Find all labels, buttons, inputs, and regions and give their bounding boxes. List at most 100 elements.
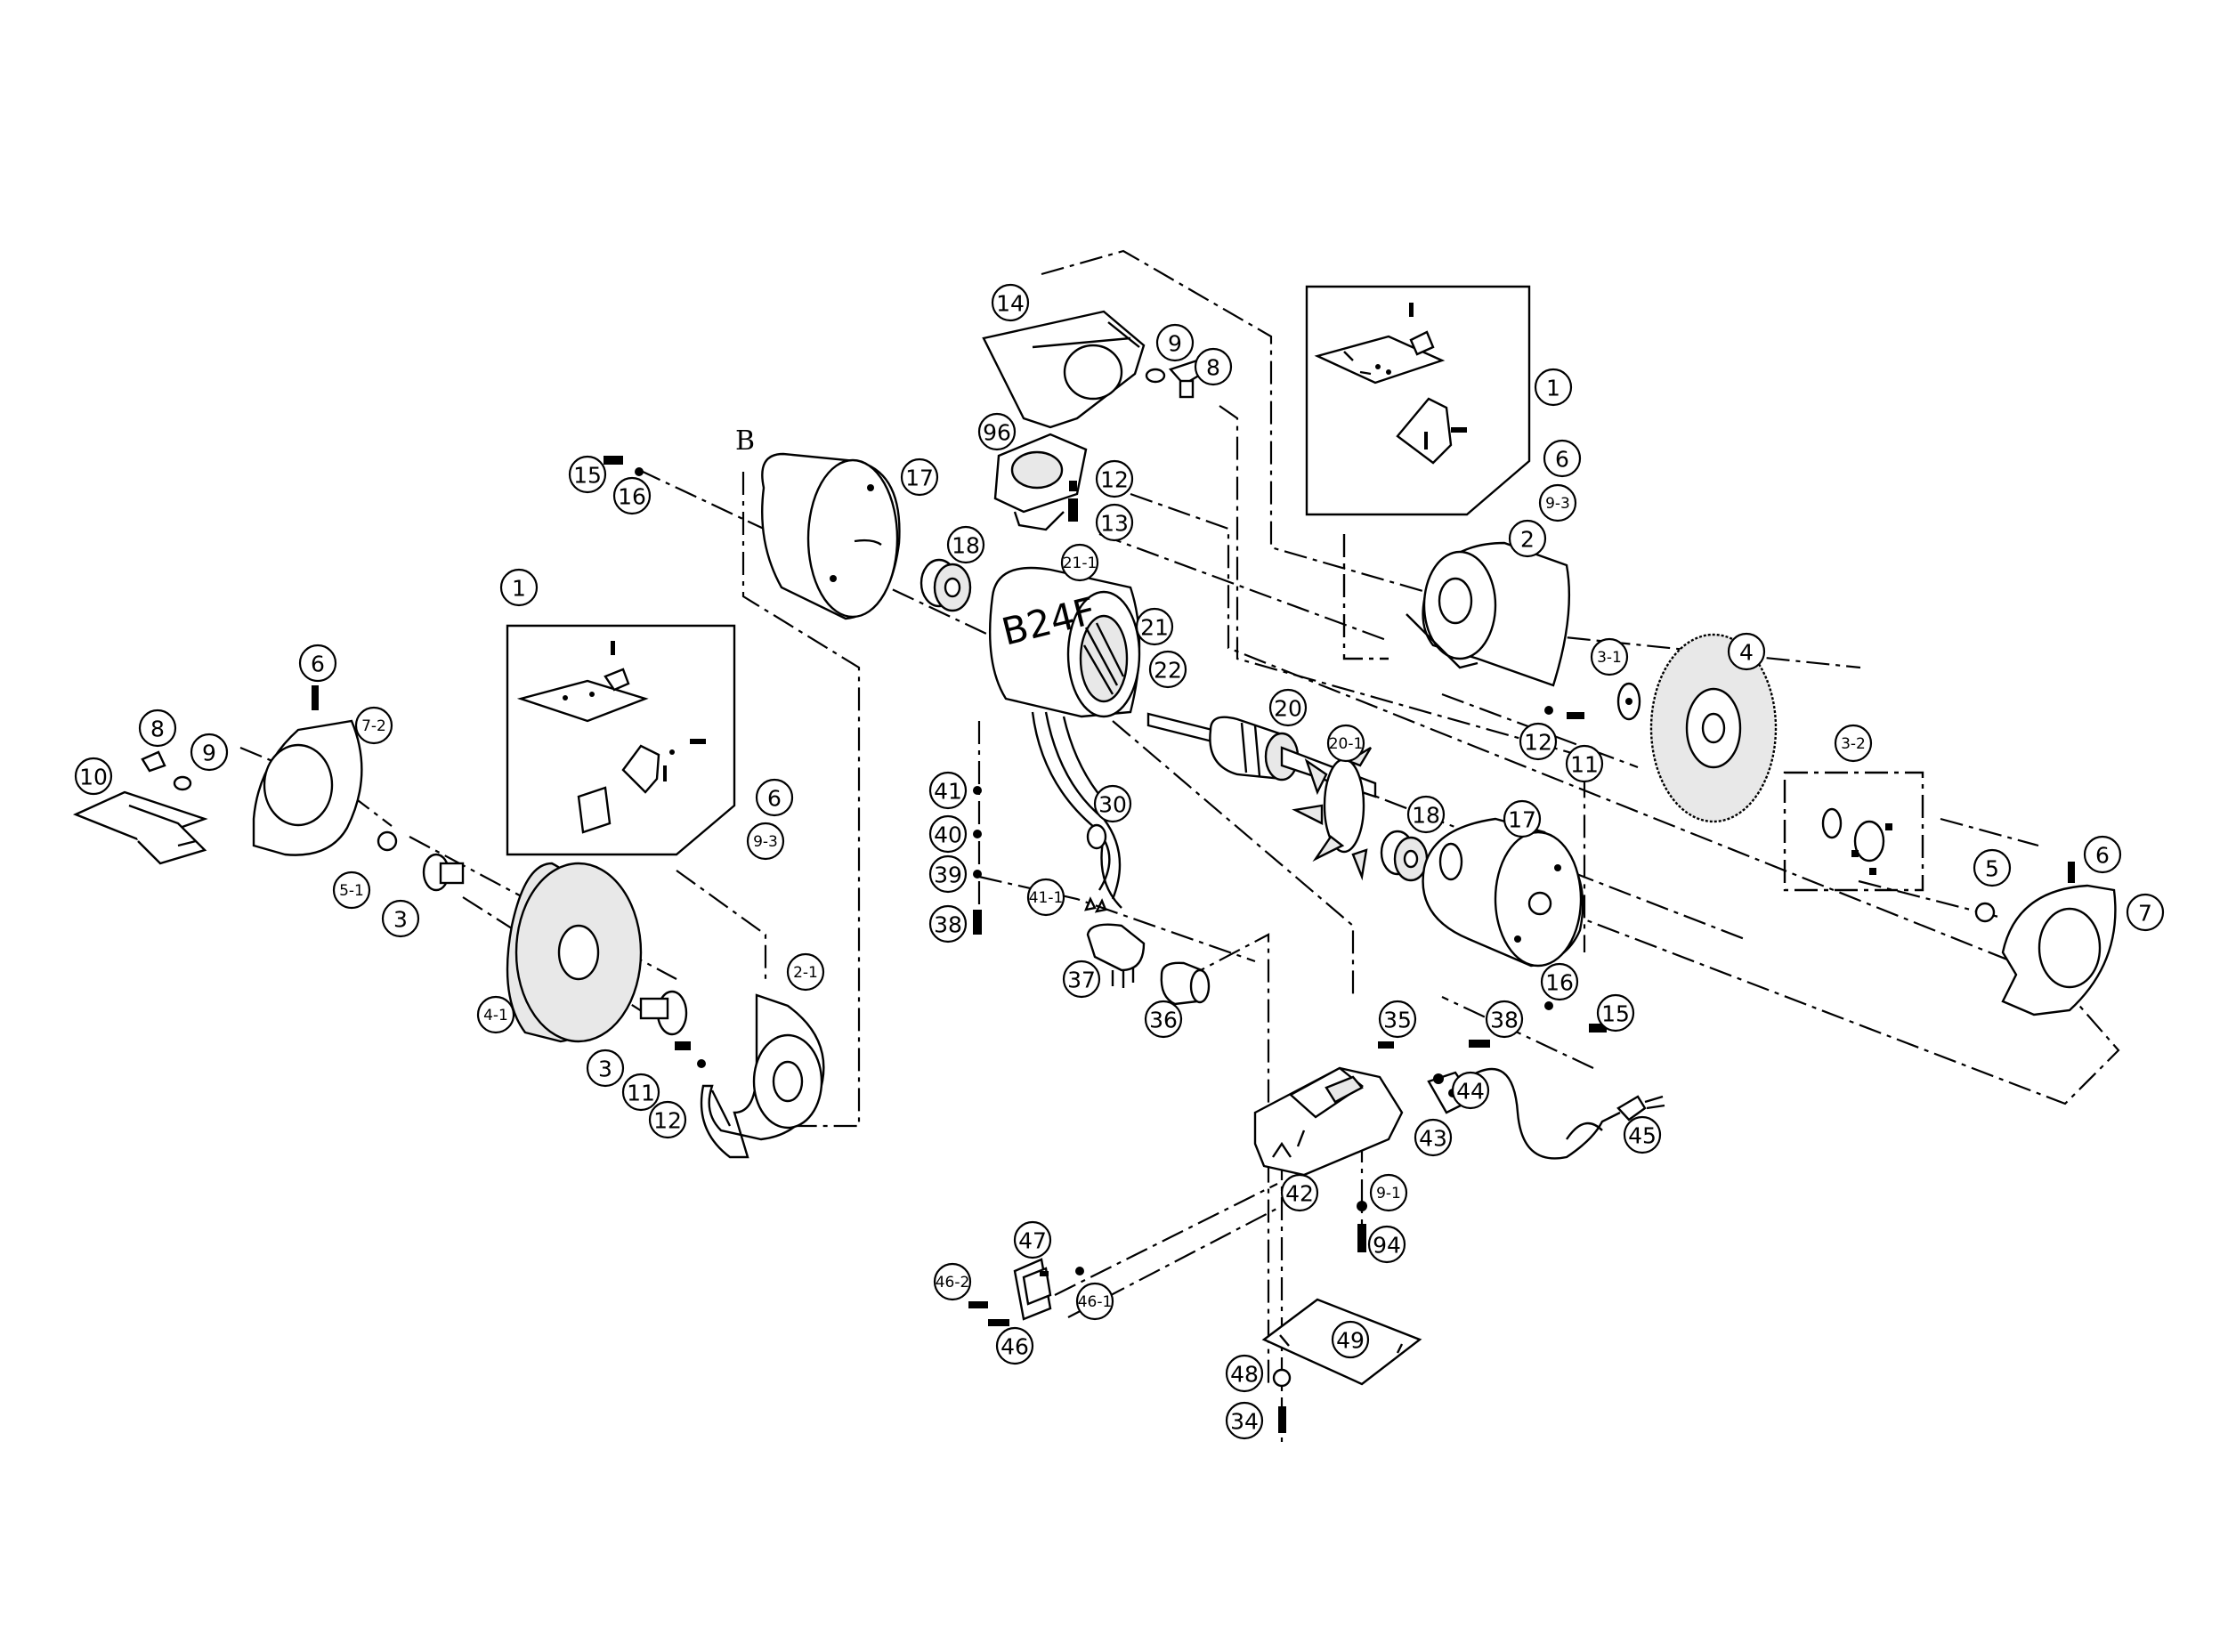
callout-circle <box>1590 637 1629 676</box>
switch-plate-part <box>993 433 1088 531</box>
callout-circle <box>928 771 968 810</box>
callout-label: 34 <box>1230 1409 1259 1435</box>
screw-34 <box>1278 1406 1286 1433</box>
callout-label: 17 <box>905 466 934 491</box>
strain-relief-36 <box>1160 961 1211 1006</box>
callout-circle <box>1406 795 1446 834</box>
callout-label: 9-3 <box>753 833 778 851</box>
outer-guard-left-7-2 <box>252 685 363 856</box>
callout-circle <box>991 283 1030 322</box>
callout-circle <box>476 995 515 1034</box>
capacitor-37 <box>1086 923 1146 988</box>
callout-label: 43 <box>1419 1126 1447 1152</box>
callout-30: 30 <box>1093 784 1132 823</box>
screw-38-base <box>1469 1040 1490 1048</box>
callout-circle <box>1973 848 2012 887</box>
callout-42: 42 <box>1280 1173 1319 1212</box>
callout-20: 20 <box>1268 688 1308 727</box>
tool-rest-assembly-right <box>1314 303 1467 465</box>
washer-9-1 <box>1357 1201 1367 1211</box>
callout-4-1: 4-1 <box>476 995 515 1034</box>
callout-label: 8 <box>150 717 165 742</box>
screws-11-12-left <box>675 1041 706 1068</box>
callout-label: 39 <box>934 862 962 888</box>
callout-circle <box>74 757 113 796</box>
screw-6-right <box>2068 862 2075 883</box>
callout-circle <box>995 1326 1034 1365</box>
callout-12c: 12 <box>648 1100 687 1139</box>
callout-12a: 12 <box>1095 459 1134 498</box>
callout-label: 46-2 <box>936 1274 970 1292</box>
callout-circle <box>1095 459 1134 498</box>
callout-6ll: 6 <box>298 644 337 683</box>
callout-circle <box>1538 483 1577 522</box>
callout-label: 11 <box>1570 752 1599 778</box>
callout-label: 42 <box>1285 1181 1314 1207</box>
callout-3-2: 3-2 <box>1834 724 1873 763</box>
callout-label: 4 <box>1739 640 1754 666</box>
callout-circle <box>786 952 825 992</box>
callout-47: 47 <box>1013 1220 1052 1259</box>
bearing-left <box>920 558 972 612</box>
callout-circle <box>1093 784 1132 823</box>
callout-label: 3 <box>393 907 408 933</box>
callout-label: 10 <box>79 765 108 790</box>
cooling-fan-20-1 <box>1292 746 1373 881</box>
base-42 <box>1253 1066 1404 1177</box>
callout-13: 13 <box>1095 503 1134 542</box>
callout-label: 3-2 <box>1841 735 1866 753</box>
callout-circle <box>1013 1220 1052 1259</box>
callout-label: 5-1 <box>339 882 364 900</box>
callout-label: 12 <box>653 1108 682 1134</box>
callout-41: 41 <box>928 771 968 810</box>
callout-circle <box>1540 962 1579 1001</box>
grouping-frames <box>506 285 1924 892</box>
callout-38a: 38 <box>928 904 968 943</box>
callout-label: 30 <box>1098 792 1127 818</box>
callout-label: 7 <box>2138 901 2152 927</box>
callout-3b: 3 <box>586 1049 625 1088</box>
callout-circle <box>746 822 785 861</box>
callout-9l: 9 <box>190 733 229 772</box>
callout-20-1: 20-1 <box>1326 724 1365 763</box>
eye-shield-left-10 <box>72 790 208 865</box>
callout-8l: 8 <box>138 709 177 748</box>
flange-3-upper <box>422 853 465 892</box>
callout-41-1: 41-1 <box>1026 878 1065 917</box>
callout-label: 4-1 <box>483 1007 508 1024</box>
callout-circle <box>1367 1225 1406 1264</box>
callout-circle <box>1727 632 1766 671</box>
callout-label: 8 <box>1206 355 1220 381</box>
callout-38b: 38 <box>1485 1000 1524 1039</box>
callout-label: 47 <box>1018 1228 1047 1254</box>
callout-circle <box>1534 368 1573 407</box>
callout-label: 46 <box>1001 1334 1029 1360</box>
callout-circle <box>621 1073 660 1112</box>
callout-label: 13 <box>1100 511 1129 537</box>
callout-label: 9-1 <box>1376 1185 1401 1203</box>
screws-15-16-left <box>604 456 644 476</box>
callout-label: 7-2 <box>361 717 386 735</box>
callout-label: 17 <box>1508 807 1536 833</box>
callout-16a: 16 <box>612 476 652 515</box>
callout-46-1: 46-1 <box>1075 1282 1114 1321</box>
callout-circle <box>138 709 177 748</box>
callout-circle <box>928 814 968 854</box>
callout-label: 21-1 <box>1063 555 1098 572</box>
assembly-lines <box>239 249 2120 1442</box>
callout-circle <box>332 871 371 910</box>
callout-circle <box>354 706 393 745</box>
callout-45: 45 <box>1623 1115 1662 1154</box>
callout-label: 6 <box>2095 843 2110 869</box>
callout-17a: 17 <box>900 458 939 497</box>
callout-48: 48 <box>1225 1354 1264 1393</box>
callout-11a: 11 <box>621 1073 660 1112</box>
callout-circle <box>381 899 420 938</box>
switch-47 <box>1013 1258 1084 1321</box>
callout-circle <box>1135 607 1174 646</box>
callout-circle <box>1508 519 1547 558</box>
screws-15-16-right <box>1544 1001 1607 1032</box>
callout-label: 35 <box>1383 1008 1412 1033</box>
